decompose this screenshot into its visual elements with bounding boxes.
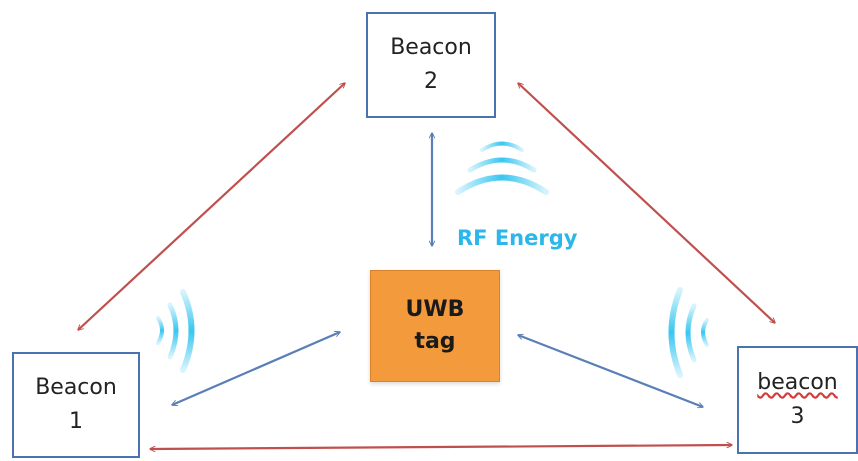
uwb-tag-box: UWB tag bbox=[370, 270, 500, 382]
beacon-2-box: Beacon 2 bbox=[366, 12, 496, 118]
beacon-3-number: 3 bbox=[790, 404, 805, 429]
beacon-3-name: beacon bbox=[757, 370, 838, 395]
uwb-tag-line2: tag bbox=[414, 329, 456, 354]
rf-wave-icon-left bbox=[156, 289, 195, 373]
beacon-1-box: Beacon 1 bbox=[12, 352, 140, 458]
rf-energy-label: RF Energy bbox=[457, 226, 578, 250]
uwb-tag-line1: UWB bbox=[405, 297, 465, 322]
link-beacon3-tag bbox=[518, 335, 703, 407]
beacon-2-name: Beacon bbox=[390, 35, 472, 60]
rf-wave-icon-top bbox=[455, 141, 549, 195]
link-beacon1-beacon3 bbox=[150, 445, 732, 449]
link-beacon1-tag bbox=[172, 332, 340, 405]
beacon-2-number: 2 bbox=[424, 69, 438, 94]
rf-wave-icon-right bbox=[668, 287, 709, 378]
link-beacon2-beacon3 bbox=[518, 83, 775, 323]
beacon-3-box: beacon 3 bbox=[737, 346, 858, 454]
beacon-1-name: Beacon bbox=[35, 375, 117, 400]
link-beacon1-beacon2 bbox=[78, 83, 345, 330]
beacon-1-number: 1 bbox=[69, 409, 83, 434]
